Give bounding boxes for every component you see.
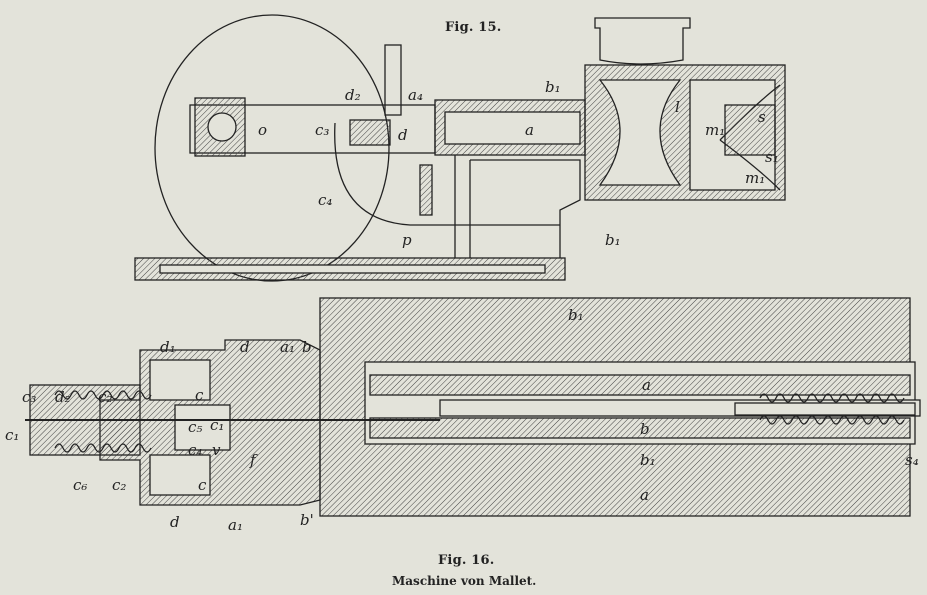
label: o bbox=[258, 121, 267, 139]
label: d bbox=[170, 513, 180, 531]
label: b' bbox=[300, 511, 314, 529]
flywheel bbox=[154, 14, 390, 282]
label: m₁ bbox=[745, 169, 765, 187]
label: c₂ bbox=[98, 388, 112, 406]
label: v bbox=[212, 441, 221, 459]
label: a₁ bbox=[280, 338, 295, 356]
label: c₁ bbox=[210, 416, 224, 434]
label: d₁ bbox=[160, 338, 176, 356]
figure-15-caption: Fig. 15. bbox=[445, 20, 502, 35]
figure-title: Maschine von Mallet. bbox=[392, 574, 537, 588]
label: c₃ bbox=[315, 121, 329, 139]
label: c₆ bbox=[73, 476, 87, 494]
label: b bbox=[302, 338, 312, 356]
label: c₄ bbox=[318, 191, 332, 209]
label: b₁ bbox=[545, 78, 561, 96]
label: d bbox=[398, 126, 408, 144]
label: a₄ bbox=[408, 86, 423, 104]
label: c₄ bbox=[188, 441, 202, 459]
label: b₁ bbox=[640, 451, 656, 469]
label: l bbox=[675, 98, 680, 116]
oil-cup bbox=[594, 17, 691, 65]
label: s bbox=[758, 108, 766, 126]
label: c bbox=[195, 386, 204, 404]
label: d₂ bbox=[345, 86, 361, 104]
label: c₅ bbox=[188, 418, 202, 436]
label: c₁ bbox=[5, 426, 19, 444]
label: c₃ bbox=[22, 388, 36, 406]
label: c bbox=[198, 476, 207, 494]
label: p bbox=[402, 231, 412, 249]
label: b₁ bbox=[605, 231, 621, 249]
label: a bbox=[642, 376, 651, 394]
figure-16-caption: Fig. 16. bbox=[438, 553, 495, 568]
label: a₁ bbox=[228, 516, 243, 534]
label: d bbox=[240, 338, 250, 356]
label: s₁ bbox=[765, 148, 779, 166]
label: b bbox=[640, 420, 650, 438]
label: b₁ bbox=[568, 306, 584, 324]
label: d₂ bbox=[55, 388, 71, 406]
label: f bbox=[249, 451, 258, 469]
label: s₄ bbox=[905, 451, 919, 469]
label: m₁ bbox=[705, 121, 725, 139]
label: a bbox=[640, 486, 649, 504]
label: a bbox=[525, 121, 534, 139]
label: c₂ bbox=[112, 476, 126, 494]
